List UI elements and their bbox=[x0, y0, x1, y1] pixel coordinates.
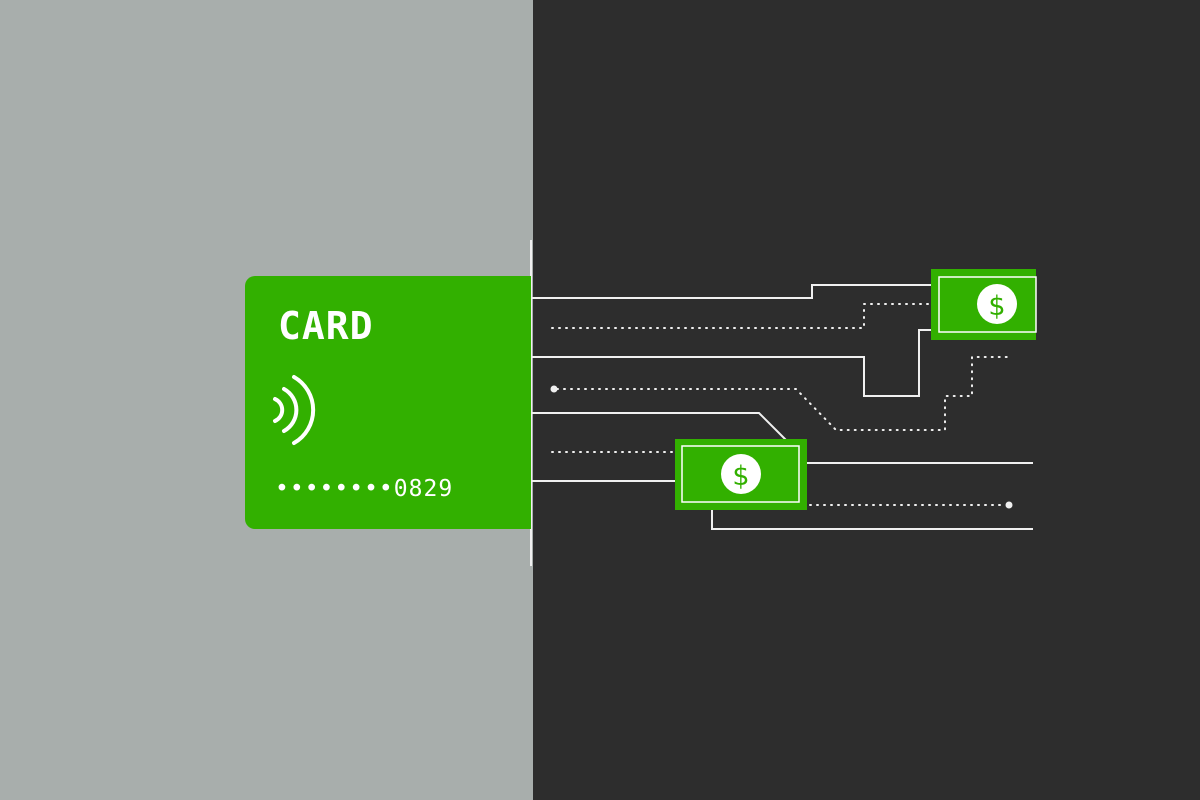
right-background bbox=[533, 0, 1200, 800]
dotted-top bbox=[551, 303, 936, 329]
endpoint-dot-left bbox=[550, 385, 558, 393]
bill-symbol: $ bbox=[732, 461, 749, 492]
card-label: CARD bbox=[278, 304, 374, 348]
bill-top-right: $ bbox=[931, 269, 1037, 340]
trace-top bbox=[531, 284, 935, 299]
card-number: ••••••••0829 bbox=[275, 476, 454, 502]
trace-right-lower bbox=[711, 508, 1033, 530]
payment-card: CARD ••••••••0829 bbox=[245, 276, 531, 529]
dollar-sign-icon bbox=[721, 454, 761, 494]
trace-middle bbox=[531, 329, 935, 397]
bill-symbol: $ bbox=[988, 291, 1005, 322]
bill-center: $ bbox=[675, 439, 807, 510]
dollar-sign-icon bbox=[977, 284, 1017, 324]
endpoint-dot-right bbox=[1005, 501, 1013, 509]
contactless-wave-icon bbox=[273, 375, 316, 445]
card-slot-line bbox=[530, 240, 532, 566]
dotted-middle bbox=[556, 356, 1011, 431]
trace-angled bbox=[531, 412, 787, 441]
